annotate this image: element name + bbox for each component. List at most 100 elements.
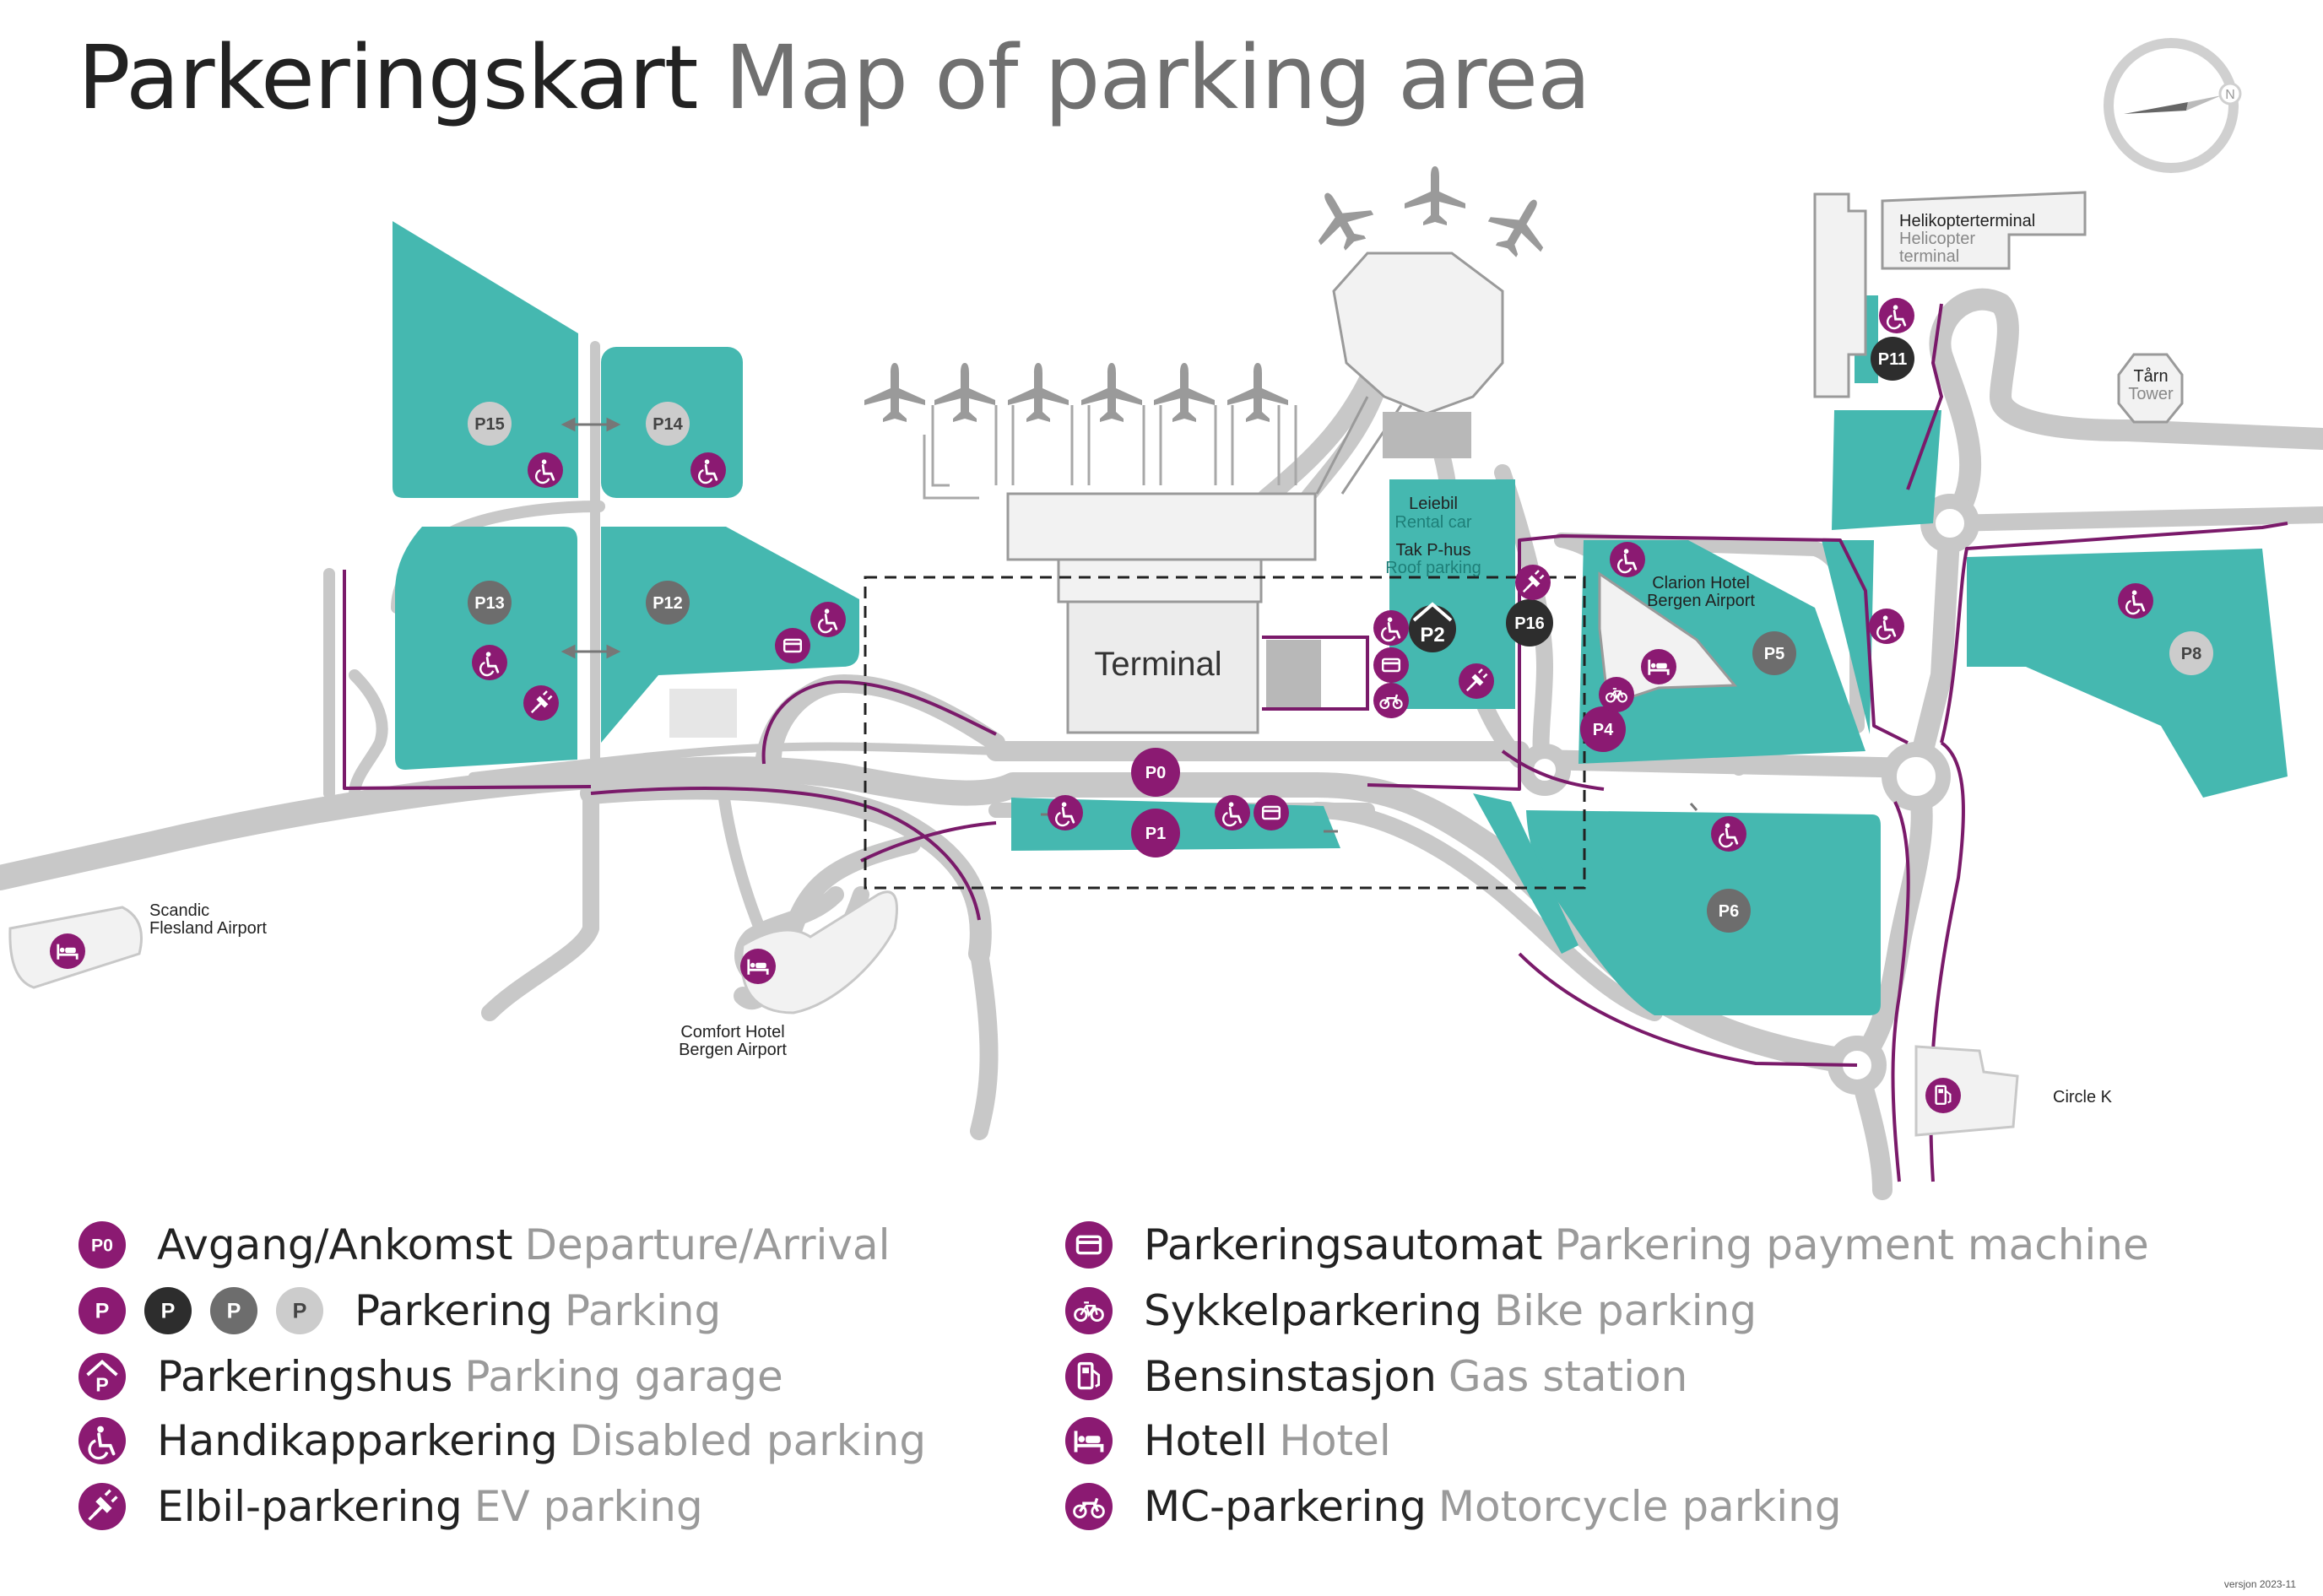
- marker-p11[interactable]: P11: [1871, 337, 1914, 381]
- wheelchair-icon: [1373, 610, 1409, 646]
- scandic-label-2: Flesland Airport: [149, 919, 267, 938]
- svg-text:P15: P15: [474, 415, 505, 434]
- payment-card-icon: [1254, 795, 1289, 830]
- svg-text:P14: P14: [652, 415, 683, 434]
- page-title: Parkeringskart Map of parking area: [78, 25, 1591, 131]
- roof-parking-label: Tak P-hus: [1396, 541, 1471, 560]
- bicycle-icon: [1599, 677, 1634, 712]
- helicopter-terminal-label-en2: terminal: [1899, 247, 1959, 266]
- purple-routes: [343, 303, 2288, 1182]
- marker-p4[interactable]: P4: [1580, 706, 1626, 752]
- parking-purple-icon: P: [78, 1286, 127, 1335]
- bed-icon: [1064, 1416, 1113, 1465]
- svg-text:P5: P5: [1764, 645, 1784, 663]
- parking-light-icon: P: [275, 1286, 324, 1335]
- svg-text:P13: P13: [474, 594, 505, 613]
- facility-icons: [50, 298, 2153, 1113]
- wheelchair-icon: [1048, 795, 1083, 830]
- marker-p8[interactable]: P8: [2169, 631, 2213, 675]
- bed-icon: [50, 933, 85, 969]
- ev-plug-icon: [523, 685, 559, 721]
- svg-text:P2: P2: [1420, 624, 1444, 647]
- tower-label: Tårn: [2133, 367, 2168, 386]
- svg-text:P6: P6: [1719, 902, 1739, 921]
- bed-icon: [1641, 649, 1676, 684]
- svg-text:P: P: [293, 1300, 307, 1323]
- wheelchair-icon: [1711, 816, 1746, 852]
- comfort-hotel-label-1: Comfort Hotel: [680, 1023, 784, 1041]
- clarion-hotel-label-2: Bergen Airport: [1647, 592, 1755, 610]
- marker-p0[interactable]: P0: [1131, 748, 1180, 797]
- rental-car-label: Leiebil: [1409, 495, 1458, 513]
- clarion-hotel-label-1: Clarion Hotel: [1652, 574, 1750, 592]
- compass-icon: N: [2104, 38, 2242, 173]
- svg-text:P: P: [95, 1300, 110, 1323]
- buildings: [8, 191, 2184, 1137]
- wheelchair-icon: [472, 645, 507, 680]
- wheelchair-icon: [1610, 542, 1645, 577]
- circle-k-label: Circle K: [2053, 1088, 2113, 1106]
- marker-p16[interactable]: P16: [1506, 599, 1553, 647]
- terminal-label: Terminal: [1094, 646, 1221, 683]
- marker-p12[interactable]: P12: [646, 581, 690, 625]
- wheelchair-icon: [78, 1416, 127, 1465]
- payment-card-icon: [1373, 647, 1409, 683]
- helicopter-terminal-label-en1: Helicopter: [1899, 230, 1975, 248]
- p0-icon: P0: [78, 1220, 127, 1269]
- wheelchair-icon: [2118, 583, 2153, 619]
- ev-plug-icon: [78, 1482, 127, 1531]
- ev-plug-icon: [1515, 565, 1551, 600]
- svg-text:P0: P0: [91, 1236, 113, 1256]
- marker-p6[interactable]: P6: [1707, 889, 1751, 933]
- direction-arrows: [560, 417, 1698, 833]
- garage-icon: P: [78, 1352, 127, 1401]
- scandic-label-1: Scandic: [149, 901, 209, 920]
- marker-p15[interactable]: P15: [468, 402, 512, 446]
- marker-p2-garage[interactable]: P2: [1409, 602, 1456, 652]
- svg-text:P4: P4: [1593, 721, 1614, 739]
- svg-text:P11: P11: [1878, 350, 1907, 369]
- fuel-pump-icon: [1925, 1078, 1961, 1113]
- svg-text:P: P: [227, 1300, 241, 1323]
- motorcycle-icon: [1064, 1482, 1113, 1531]
- ev-plug-icon: [1459, 663, 1494, 699]
- parking-gray-icon: P: [209, 1286, 258, 1335]
- motorcycle-icon: [1373, 683, 1409, 718]
- parking-dark-icon: P: [143, 1286, 192, 1335]
- payment-card-icon: [1064, 1220, 1113, 1269]
- roundabouts: [1519, 494, 1979, 1095]
- bicycle-icon: [1064, 1286, 1113, 1335]
- wheelchair-icon: [690, 452, 726, 488]
- marker-p1[interactable]: P1: [1131, 809, 1180, 858]
- title-english: Map of parking area: [724, 26, 1591, 129]
- rental-car-label-en: Rental car: [1394, 513, 1471, 532]
- title-norwegian: Parkeringskart: [78, 26, 698, 129]
- payment-card-icon: [775, 628, 810, 663]
- version-label: versjon 2023-11: [2223, 1578, 2296, 1590]
- wheelchair-icon: [1869, 609, 1904, 644]
- svg-text:P8: P8: [2181, 645, 2201, 663]
- svg-text:P: P: [161, 1300, 176, 1323]
- wheelchair-icon: [1879, 298, 1914, 333]
- comfort-hotel-label-2: Bergen Airport: [679, 1041, 787, 1059]
- roof-parking-label-en: Roof parking: [1385, 559, 1481, 577]
- wheelchair-icon: [810, 602, 846, 637]
- bed-icon: [740, 949, 776, 984]
- svg-text:P: P: [95, 1373, 108, 1395]
- marker-p14[interactable]: P14: [646, 402, 690, 446]
- marker-p5[interactable]: P5: [1752, 631, 1796, 675]
- wheelchair-icon: [1215, 795, 1250, 830]
- svg-text:P16: P16: [1514, 614, 1545, 633]
- svg-text:P0: P0: [1145, 764, 1166, 782]
- marker-p13[interactable]: P13: [468, 581, 512, 625]
